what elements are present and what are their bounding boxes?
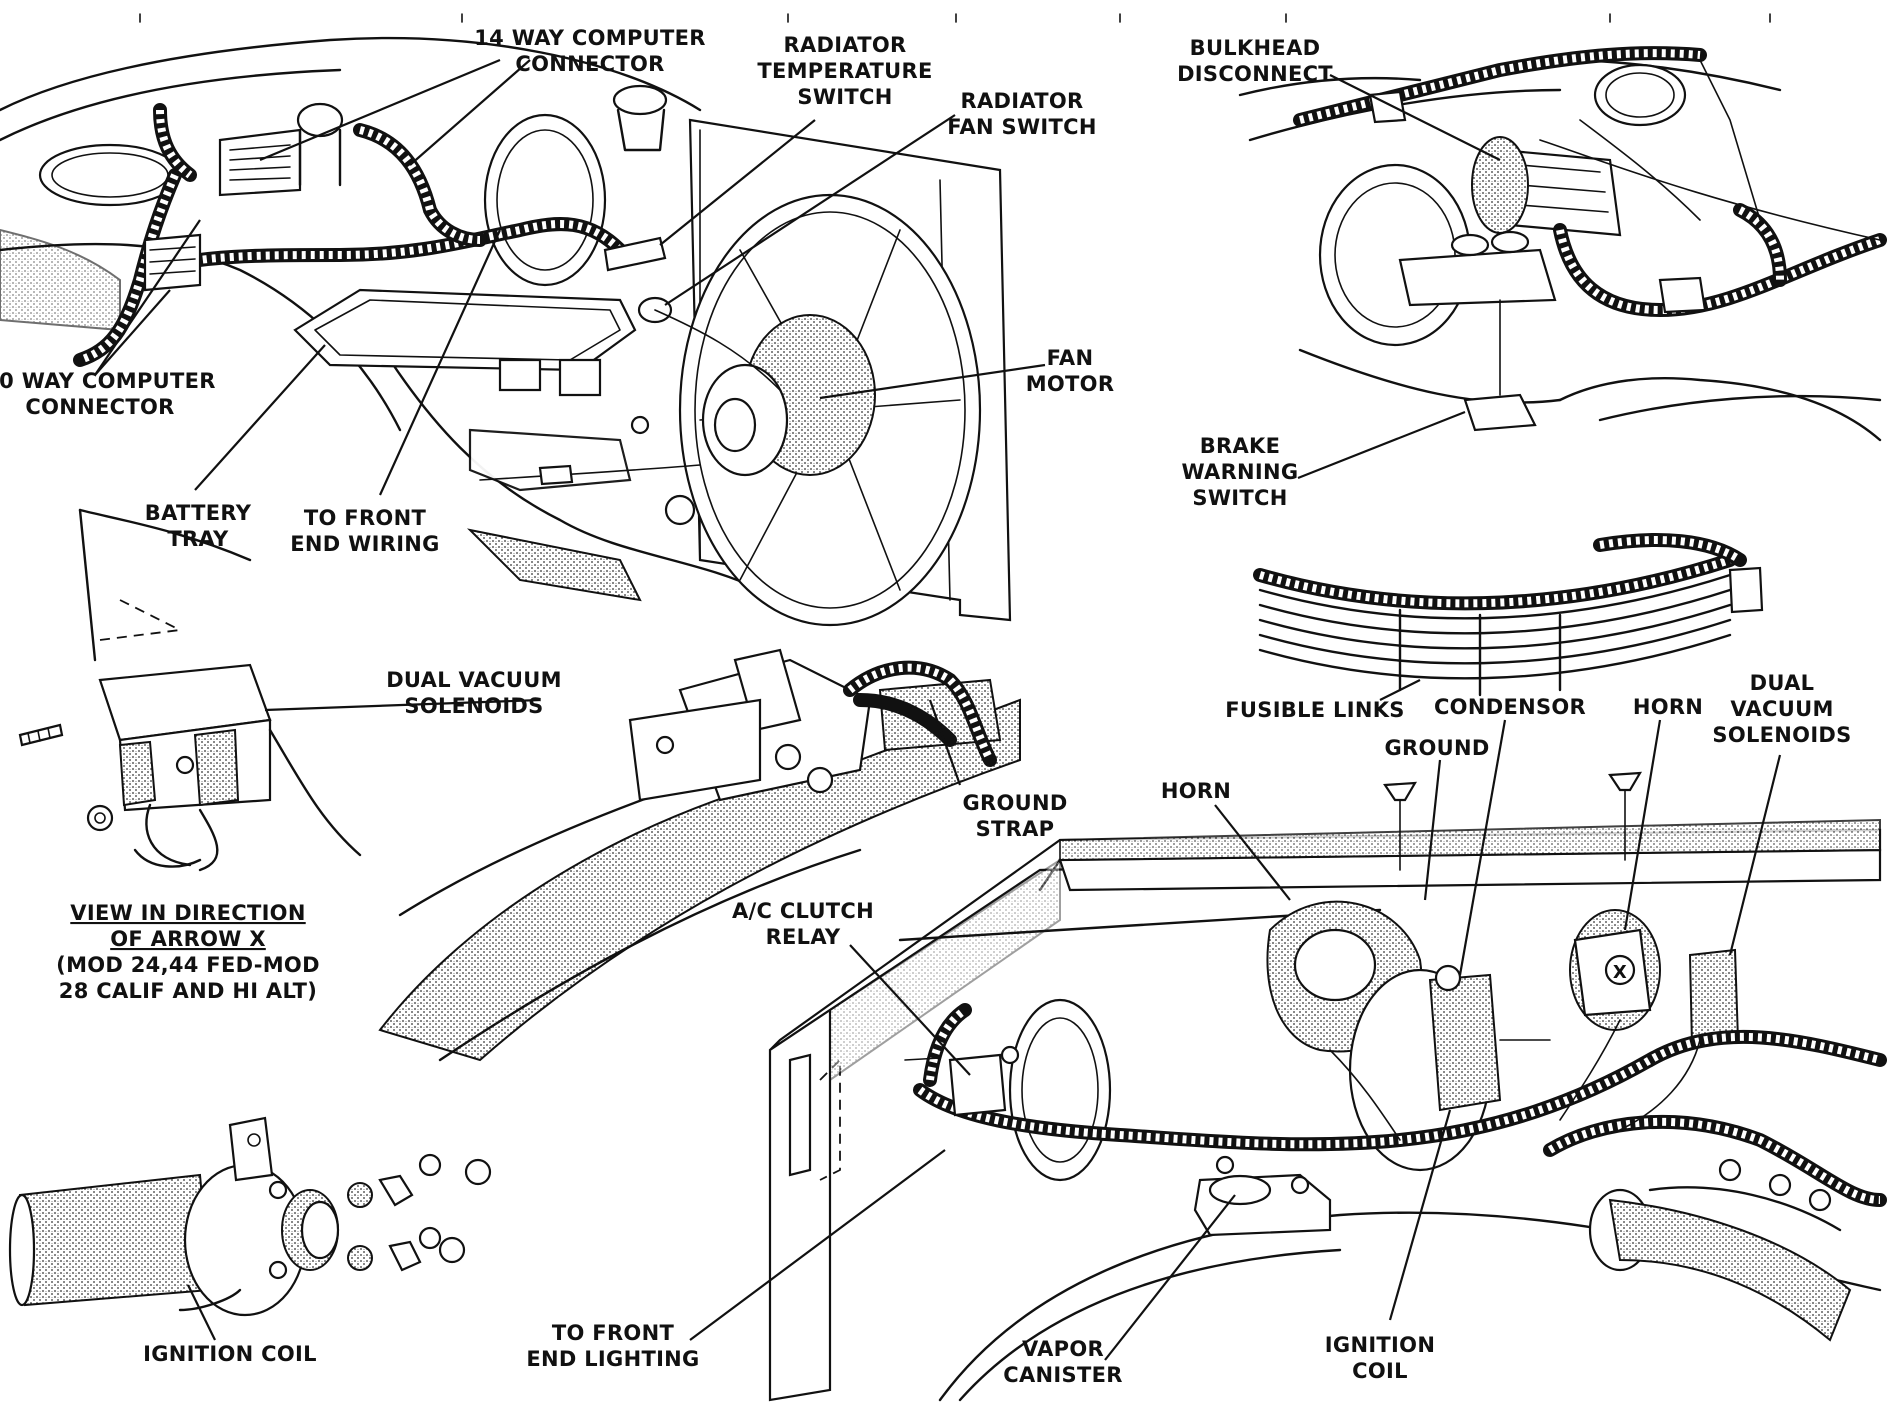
ac-clutch-relay (948, 1053, 1007, 1117)
label-dual-vacuum-left-l2: SOLENOIDS (404, 694, 543, 718)
label-radiator-fan-l2: FAN SWITCH (947, 115, 1097, 139)
label-dual-vacuum-right-l3: SOLENOIDS (1712, 723, 1851, 747)
label-ignition-coil-left: IGNITION COIL (143, 1342, 317, 1366)
bulkhead-view (1238, 46, 1887, 442)
radiator-cap (612, 84, 668, 116)
label-ac-clutch-l2: RELAY (766, 925, 841, 949)
label-radiator-temp-l3: SWITCH (797, 85, 892, 109)
brake-booster (1318, 163, 1472, 347)
engine-bay-fan-view (0, 36, 1012, 627)
label-vapor-canister-l1: VAPOR (1022, 1337, 1104, 1361)
label-front-end-lighting-l1: TO FRONT (552, 1321, 675, 1345)
label-brake-warning-l1: BRAKE (1200, 434, 1281, 458)
front-end-view (768, 771, 1887, 1402)
radiator-temp-switch (603, 236, 667, 272)
label-brake-warning-l3: SWITCH (1192, 486, 1287, 510)
label-front-end-wiring-l2: END WIRING (290, 532, 439, 556)
label-ground-strap-l2: STRAP (976, 817, 1055, 841)
label-14-way-connector-l1: 14 WAY COMPUTER (474, 26, 705, 50)
leader-lines (94, 58, 1782, 1361)
coolant-reservoir (483, 113, 607, 287)
master-cylinder (1398, 248, 1557, 307)
label-10-way-connector-l1: 10 WAY COMPUTER (0, 369, 216, 393)
border-ticks (139, 13, 1771, 23)
label-ignition-coil-right-l2: COIL (1352, 1359, 1408, 1383)
label-battery-tray-l1: BATTERY (145, 501, 252, 525)
label-horn-left: HORN (1161, 779, 1231, 803)
label-front-end-wiring-l1: TO FRONT (304, 506, 427, 530)
label-ac-clutch-l1: A/C CLUTCH (732, 899, 874, 923)
label-fan-motor-l2: MOTOR (1026, 372, 1115, 396)
label-condensor: CONDENSOR (1434, 695, 1586, 719)
label-radiator-fan-l1: RADIATOR (960, 89, 1083, 113)
battery-tray (293, 288, 637, 372)
label-10-way-connector-l2: CONNECTOR (25, 395, 174, 419)
label-battery-tray-l2: TRAY (167, 527, 229, 551)
label-bulkhead-l1: BULKHEAD (1190, 36, 1321, 60)
label-horn-right: HORN (1633, 695, 1703, 719)
label-ground: GROUND (1384, 736, 1489, 760)
label-brake-warning-l2: WARNING (1182, 460, 1299, 484)
labels: 14 WAY COMPUTER CONNECTOR RADIATOR TEMPE… (0, 26, 1851, 1387)
headlight-bucket (1008, 998, 1112, 1182)
label-dual-vacuum-left-l1: DUAL VACUUM (386, 668, 562, 692)
label-view-direction-l1: VIEW IN DIRECTION (70, 901, 305, 925)
label-ground-strap-l1: GROUND (962, 791, 1067, 815)
label-ignition-coil-right-l1: IGNITION (1325, 1333, 1435, 1357)
label-dual-vacuum-right-l2: VACUUM (1730, 697, 1833, 721)
label-view-direction-l3: (MOD 24,44 FED-MOD (56, 953, 320, 977)
brake-warning-switch (1463, 393, 1537, 432)
label-14-way-connector-l2: CONNECTOR (515, 52, 664, 76)
label-fan-motor-l1: FAN (1047, 346, 1094, 370)
label-vapor-canister-l2: CANISTER (1003, 1363, 1122, 1387)
label-view-direction-l2: OF ARROW X (110, 927, 266, 951)
fusible-links (1253, 533, 1764, 697)
ignition-coil-view (8, 1116, 492, 1317)
label-bulkhead-l2: DISCONNECT (1177, 62, 1333, 86)
14-way-connector (218, 128, 302, 197)
label-radiator-temp-l1: RADIATOR (783, 33, 906, 57)
arrow-x-marker: X (1613, 962, 1627, 983)
label-radiator-temp-l2: TEMPERATURE (757, 59, 932, 83)
label-front-end-lighting-l2: END LIGHTING (526, 1347, 699, 1371)
dual-vacuum-solenoid-view (18, 508, 362, 872)
label-dual-vacuum-right-l1: DUAL (1750, 671, 1815, 695)
ground-strap-view (378, 648, 1021, 1062)
label-view-direction-l4: 28 CALIF AND HI ALT) (59, 979, 317, 1003)
label-fusible-links: FUSIBLE LINKS (1225, 698, 1404, 722)
